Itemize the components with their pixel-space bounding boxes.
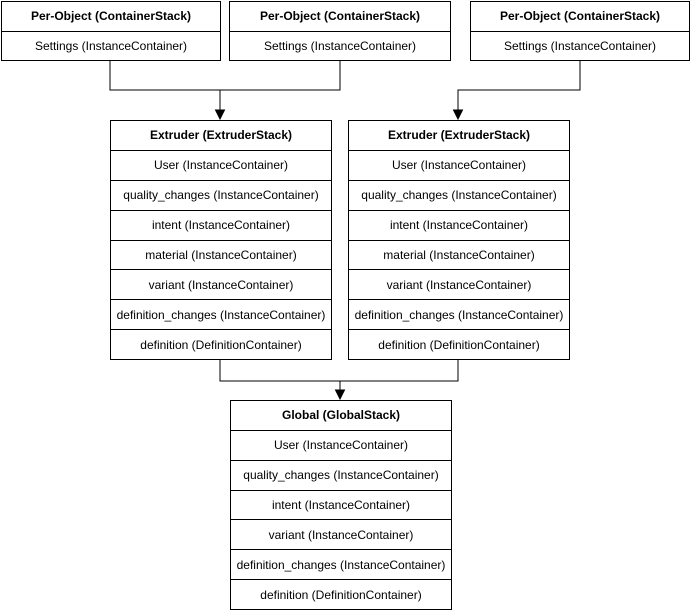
extruder-stack-2-row-user: User (InstanceContainer) (349, 149, 569, 180)
arrowhead-extruder1 (214, 109, 226, 121)
extruder-stack-2-row-definition-changes: definition_changes (InstanceContainer) (349, 299, 569, 329)
global-stack-row-variant: variant (InstanceContainer) (231, 519, 451, 549)
extruder-stack-2: Extruder (ExtruderStack) User (InstanceC… (348, 120, 570, 360)
global-stack-row-user: User (InstanceContainer) (231, 429, 451, 460)
extruder-stack-2-row-quality-changes: quality_changes (InstanceContainer) (349, 179, 569, 210)
extruder-stack-1-title: Extruder (ExtruderStack) (149, 128, 293, 143)
global-stack: Global (GlobalStack) User (InstanceConta… (230, 400, 452, 610)
extruder-stack-1: Extruder (ExtruderStack) User (InstanceC… (110, 120, 332, 360)
extruder-stack-2-row-definition: definition (DefinitionContainer) (349, 329, 569, 359)
global-stack-row-definition-changes: definition_changes (InstanceContainer) (231, 549, 451, 579)
global-stack-title: Global (GlobalStack) (281, 408, 401, 423)
connector-perobject3-to-extruder2 (457, 61, 581, 111)
extruder-stack-1-row-variant: variant (InstanceContainer) (111, 269, 331, 299)
per-object-stack-1-row-settings: Settings (InstanceContainer) (2, 30, 220, 61)
per-object-stack-1: Per-Object (ContainerStack) Settings (In… (1, 1, 221, 61)
extruder-stack-1-row-definition: definition (DefinitionContainer) (111, 329, 331, 359)
per-object-stack-2-title: Per-Object (ContainerStack) (259, 9, 421, 24)
per-object-stack-2: Per-Object (ContainerStack) Settings (In… (229, 1, 451, 61)
extruder-stack-1-row-material: material (InstanceContainer) (111, 239, 331, 270)
connector-perobject1-perobject2-rail (109, 61, 341, 91)
per-object-stack-1-title: Per-Object (ContainerStack) (30, 9, 192, 24)
per-object-stack-2-row-settings: Settings (InstanceContainer) (230, 30, 450, 61)
arrowhead-global (334, 389, 346, 401)
global-stack-row-definition: definition (DefinitionContainer) (231, 579, 451, 609)
global-stack-row-quality-changes: quality_changes (InstanceContainer) (231, 459, 451, 490)
extruder-stack-2-row-intent: intent (InstanceContainer) (349, 209, 569, 240)
extruder-stack-1-row-intent: intent (InstanceContainer) (111, 209, 331, 240)
extruder-stack-2-row-variant: variant (InstanceContainer) (349, 269, 569, 299)
extruder-stack-1-row-definition-changes: definition_changes (InstanceContainer) (111, 299, 331, 329)
per-object-stack-3: Per-Object (ContainerStack) Settings (In… (470, 1, 690, 61)
extruder-stack-1-row-user: User (InstanceContainer) (111, 149, 331, 180)
extruder-stack-2-title: Extruder (ExtruderStack) (387, 128, 531, 143)
global-stack-row-intent: intent (InstanceContainer) (231, 489, 451, 520)
per-object-stack-3-row-settings: Settings (InstanceContainer) (471, 30, 689, 61)
extruder-stack-1-row-quality-changes: quality_changes (InstanceContainer) (111, 179, 331, 210)
arrowhead-extruder2 (452, 109, 464, 121)
connector-extruder1-extruder2-rail (219, 360, 459, 382)
per-object-stack-3-title: Per-Object (ContainerStack) (499, 9, 661, 24)
extruder-stack-2-row-material: material (InstanceContainer) (349, 239, 569, 270)
